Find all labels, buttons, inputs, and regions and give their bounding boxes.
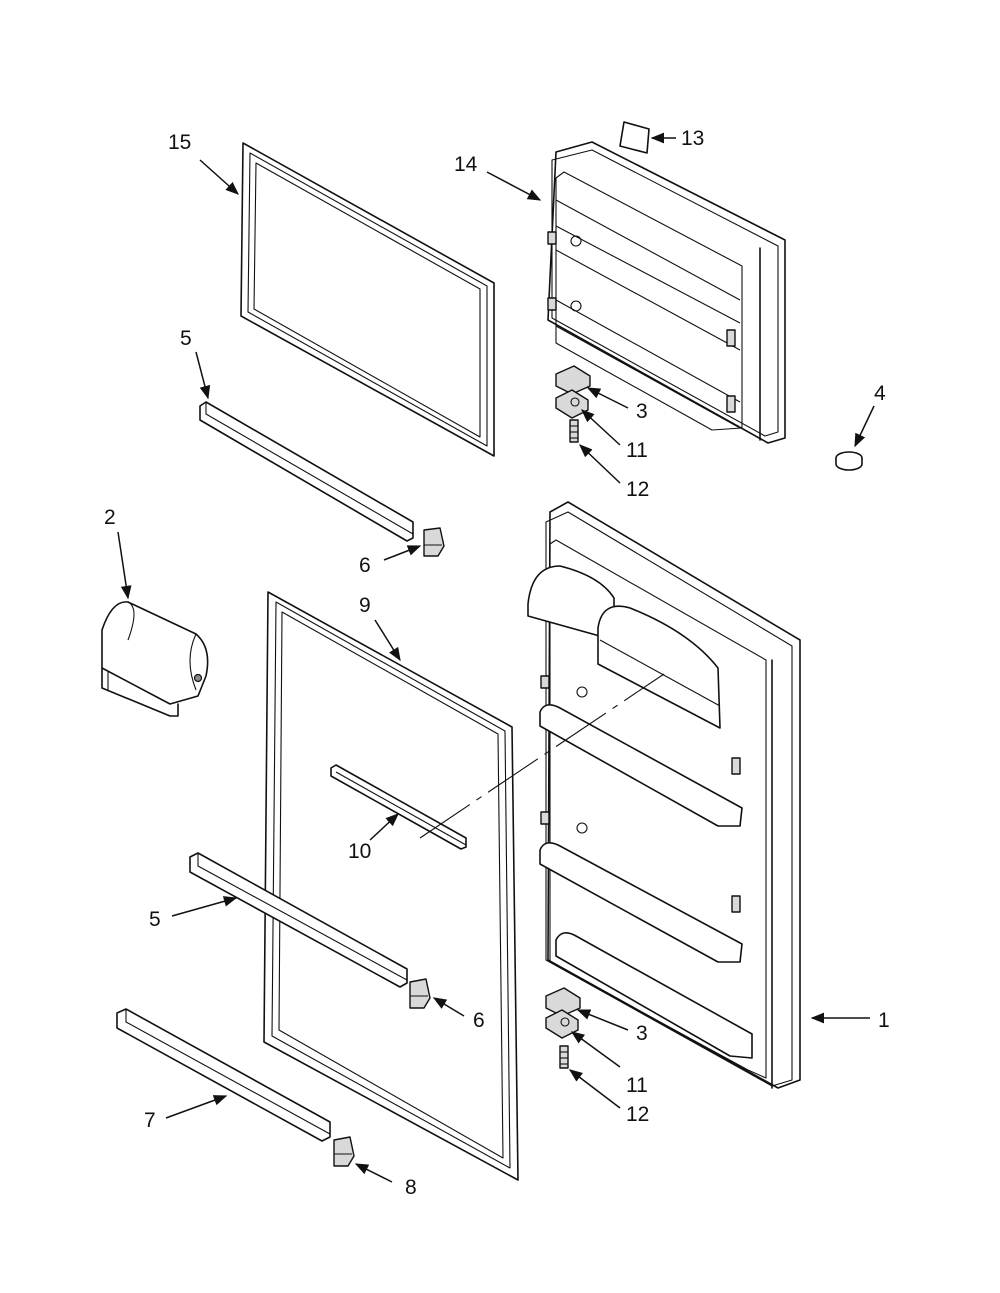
callout-5-lower: 5 — [149, 908, 161, 931]
callout-6-upper: 6 — [359, 554, 371, 577]
upper-hinge-hardware — [555, 365, 591, 443]
callout-9: 9 — [359, 594, 371, 617]
callout-2: 2 — [104, 506, 116, 529]
refrigerator-door-gasket — [263, 591, 519, 1181]
callout-15: 15 — [168, 131, 191, 154]
callout-3-upper: 3 — [636, 400, 648, 423]
callout-1: 1 — [878, 1009, 890, 1032]
lower-bar-end-cap — [333, 1136, 355, 1167]
bar-end-cap-lower — [409, 978, 431, 1009]
refrigerator-door — [419, 501, 801, 1089]
callout-7: 7 — [144, 1109, 156, 1132]
callout-13: 13 — [681, 127, 704, 150]
freezer-door-bar — [199, 401, 414, 542]
callout-11-upper: 11 — [626, 439, 648, 462]
freezer-door — [547, 141, 786, 444]
callout-11-lower: 11 — [626, 1074, 648, 1097]
label-plate — [619, 121, 650, 154]
dairy-compartment-door — [101, 601, 209, 717]
callout-3-lower: 3 — [636, 1022, 648, 1045]
callout-10: 10 — [348, 840, 371, 863]
callout-labels: 15 14 13 5 3 4 11 12 2 6 9 10 5 6 1 3 11… — [104, 127, 890, 1199]
door-rail — [330, 764, 467, 850]
hole-plug — [835, 451, 863, 471]
bar-end-cap-upper — [423, 527, 445, 557]
callout-12-lower: 12 — [626, 1103, 649, 1126]
leader-lines — [117, 132, 875, 1183]
callout-14: 14 — [454, 153, 478, 176]
callout-6-lower: 6 — [473, 1009, 485, 1032]
callout-12-upper: 12 — [626, 478, 649, 501]
lower-hinge-hardware — [545, 987, 581, 1069]
freezer-door-gasket — [240, 142, 495, 457]
callout-8: 8 — [405, 1176, 417, 1199]
refrigerator-door-bar — [189, 852, 408, 988]
lower-door-bar — [116, 1008, 331, 1142]
callout-4: 4 — [874, 382, 886, 405]
callout-5-upper: 5 — [180, 327, 192, 350]
